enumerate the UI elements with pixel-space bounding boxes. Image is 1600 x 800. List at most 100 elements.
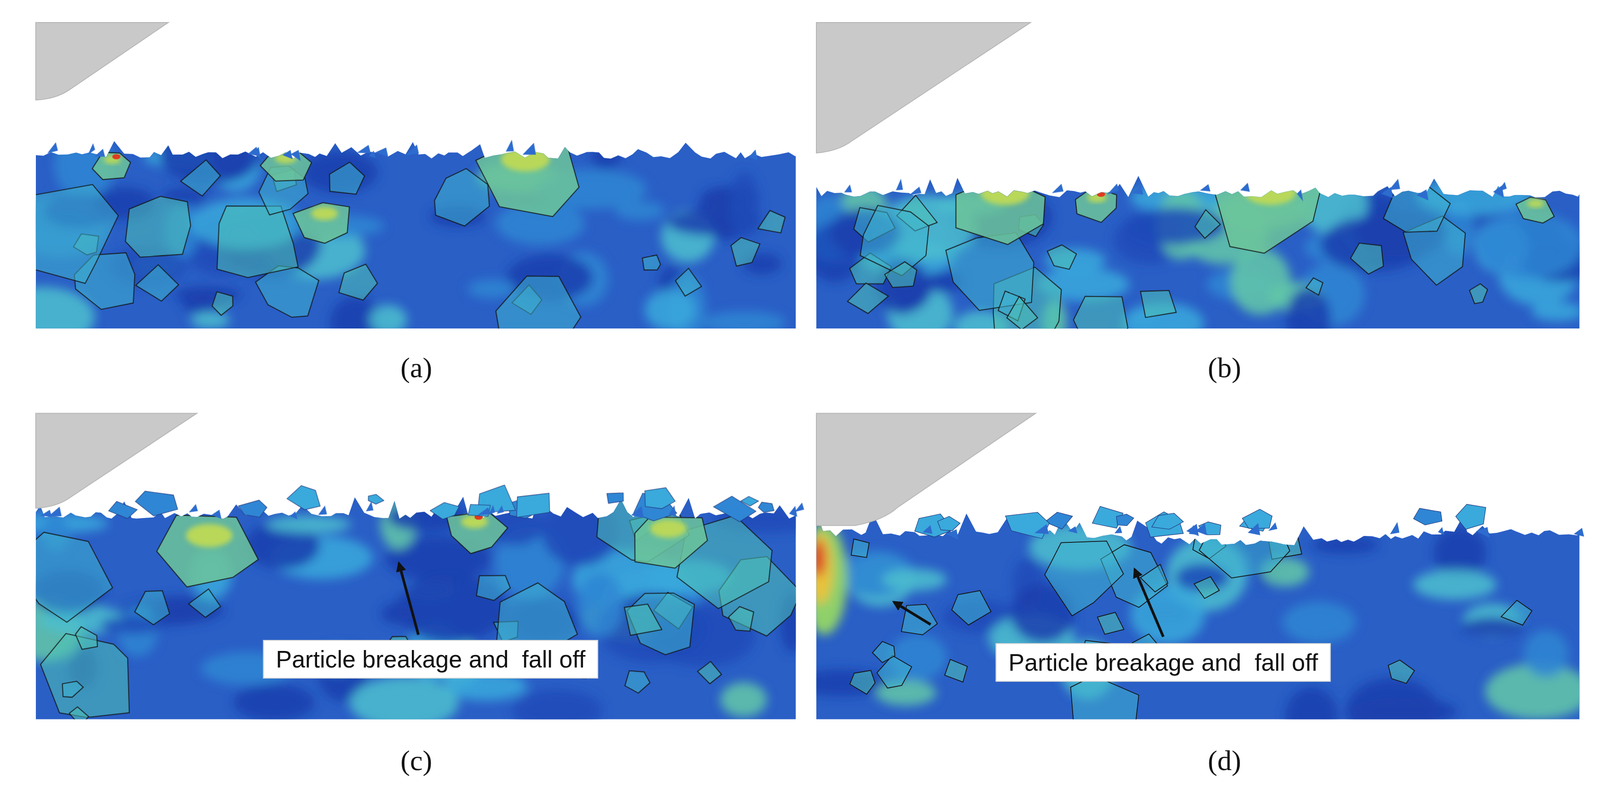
particle bbox=[944, 659, 968, 682]
particle bbox=[1044, 541, 1124, 617]
stress-blob bbox=[881, 568, 947, 592]
stress-blob bbox=[795, 669, 890, 697]
chip-sliver bbox=[94, 148, 105, 157]
particle bbox=[212, 291, 233, 316]
chip-sliver bbox=[1051, 183, 1064, 193]
stress-field bbox=[0, 127, 786, 349]
chip-fragment bbox=[368, 494, 384, 505]
workpiece-contour bbox=[804, 162, 1600, 353]
particle bbox=[872, 641, 896, 663]
particles bbox=[849, 506, 1532, 745]
particle bbox=[69, 706, 89, 727]
stress-peak bbox=[1005, 182, 1014, 188]
chip-fragment bbox=[135, 491, 178, 517]
particle bbox=[62, 681, 83, 698]
particle bbox=[675, 268, 702, 297]
chip-sliver bbox=[631, 506, 644, 519]
chip-sliver bbox=[47, 142, 58, 154]
chip-sliver bbox=[1247, 523, 1261, 536]
particle bbox=[1469, 283, 1488, 304]
chip-sliver bbox=[1132, 185, 1144, 195]
stress-peak bbox=[112, 154, 121, 160]
chip-sliver bbox=[1107, 183, 1120, 195]
leader-arrow bbox=[894, 602, 931, 625]
particle bbox=[624, 604, 662, 636]
stress-blob bbox=[720, 682, 768, 718]
particle bbox=[9, 532, 113, 623]
particles bbox=[9, 492, 802, 727]
particle bbox=[1006, 296, 1038, 330]
chip-sliver bbox=[365, 501, 374, 512]
cutting-tool bbox=[816, 22, 1031, 154]
stress-blob bbox=[1345, 677, 1439, 745]
particle bbox=[849, 670, 876, 695]
chip-sliver bbox=[290, 150, 301, 162]
chip-sliver bbox=[1200, 184, 1211, 192]
stress-peak bbox=[1270, 180, 1279, 186]
chip-sliver bbox=[1493, 185, 1505, 198]
particle bbox=[860, 205, 929, 277]
stress-blob bbox=[467, 279, 516, 299]
chip-sliver bbox=[375, 147, 389, 157]
stress-blob bbox=[1527, 199, 1545, 208]
chip-fragment bbox=[1151, 513, 1184, 530]
chip-fragment bbox=[937, 516, 960, 531]
stress-blob bbox=[614, 201, 665, 221]
particle bbox=[188, 589, 221, 618]
stress-blob bbox=[1531, 301, 1583, 322]
stress-field bbox=[795, 516, 1591, 747]
contour-base bbox=[816, 502, 1580, 720]
chip-fragment bbox=[606, 492, 624, 504]
panel-label: (a) bbox=[400, 351, 433, 384]
chip-fragment bbox=[467, 504, 491, 517]
particle bbox=[217, 206, 299, 278]
stress-blob bbox=[808, 532, 833, 605]
stress-blob bbox=[1124, 207, 1226, 245]
cutting-tool bbox=[35, 22, 169, 101]
leader-arrow bbox=[1134, 569, 1164, 637]
chip-sliver bbox=[946, 529, 959, 541]
chip-sliver bbox=[895, 179, 903, 191]
chip-sliver bbox=[1390, 522, 1400, 535]
particle bbox=[1070, 675, 1139, 745]
particle bbox=[1047, 244, 1077, 270]
stress-blob bbox=[1230, 248, 1291, 315]
chip-sliver bbox=[789, 506, 798, 518]
chip-sliver bbox=[844, 184, 853, 193]
stress-blob bbox=[1282, 601, 1357, 644]
particle bbox=[180, 160, 220, 197]
particle bbox=[434, 168, 490, 226]
chip-sliver bbox=[289, 511, 298, 520]
particle bbox=[1305, 277, 1323, 295]
chip-sliver bbox=[1476, 527, 1490, 538]
chip-sliver bbox=[669, 505, 677, 517]
particle bbox=[728, 606, 754, 631]
stress-blob bbox=[1311, 536, 1380, 555]
particle bbox=[1073, 296, 1128, 344]
particle bbox=[634, 517, 708, 569]
particle bbox=[730, 237, 760, 266]
chip-sliver bbox=[477, 507, 491, 516]
particle bbox=[125, 196, 191, 258]
particle bbox=[135, 265, 179, 302]
particle bbox=[955, 176, 1046, 245]
particle bbox=[1194, 577, 1220, 599]
chip-fragment bbox=[644, 487, 676, 509]
particle bbox=[847, 283, 889, 314]
chip-sliver bbox=[908, 186, 922, 197]
particle bbox=[697, 661, 722, 685]
particle bbox=[1388, 660, 1415, 684]
stress-blob bbox=[233, 683, 316, 722]
leader-arrows bbox=[398, 563, 1164, 637]
chip-sliver bbox=[522, 143, 537, 156]
chip-sliver bbox=[748, 149, 758, 161]
chip-sliver bbox=[317, 505, 327, 515]
stress-blob bbox=[728, 172, 760, 239]
stress-blob bbox=[980, 180, 1030, 206]
chip-sliver bbox=[356, 144, 371, 154]
chip-fragment bbox=[1145, 512, 1184, 538]
particle bbox=[757, 210, 786, 234]
stress-field bbox=[0, 496, 825, 732]
particle bbox=[260, 150, 312, 181]
